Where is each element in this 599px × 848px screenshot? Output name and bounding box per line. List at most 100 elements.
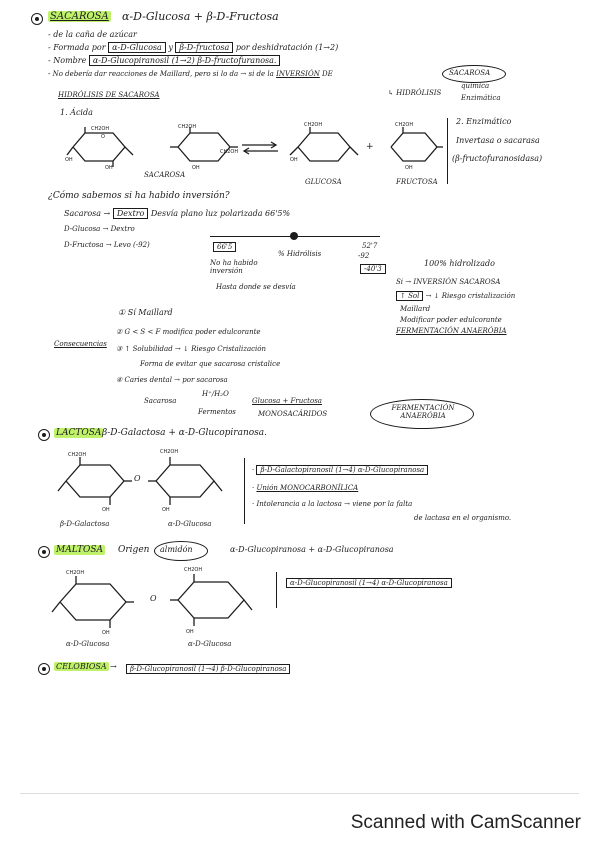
cons-3a: ③ ↑ Solubilidad → ↓ Riesgo Cristalizació… — [116, 345, 267, 353]
footer-divider — [20, 793, 579, 794]
svg-text:CH2OH: CH2OH — [66, 570, 84, 576]
section-bullet-icon — [31, 13, 43, 25]
maltosa-origen: Origen — [118, 545, 150, 555]
svg-text:OH: OH — [162, 507, 170, 513]
celobiosa-box: β-D-Glucopiranosil (1→4) β-D-Glucopirano… — [126, 664, 291, 674]
hidr-fructofuranosidasa: (β-fructofuranosidasa) — [452, 154, 543, 163]
label-alpha-glucosa-lac: α-D-Glucosa — [168, 520, 212, 528]
label-sacarosa-mol: SACAROSA — [144, 171, 186, 179]
label-alpha-glucosa-1: α-D-Glucosa — [66, 640, 110, 648]
scale-midpoint-icon — [290, 232, 298, 240]
svg-text:CH2OH: CH2OH — [184, 567, 202, 573]
val-52: 52'7 — [362, 242, 378, 250]
consecuencias-label: Consecuencias — [54, 340, 107, 348]
section-bullet-icon — [38, 546, 50, 558]
galactose-ring-icon: CH2OH OH — [57, 452, 132, 513]
celobiosa-arrow: → — [110, 662, 117, 671]
hidr-invertasa: Invertasa o sacarasa — [456, 136, 540, 145]
svg-text:CH2OH: CH2OH — [91, 126, 109, 132]
svg-text:O: O — [101, 134, 105, 140]
o-link-maltosa: O — [150, 594, 157, 603]
maltosa-box: α-D-Glucopiranosil (1→4) α-D-Glucopirano… — [286, 578, 452, 588]
title-celobiosa: CELOBIOSA — [54, 662, 109, 671]
label-beta-galactosa: β-D-Galactosa — [60, 520, 110, 528]
title-lactosa: LACTOSA — [54, 428, 104, 438]
sac-box-nombre: α-D-Glucopiranosil (1→2) β-D-fructofuran… — [88, 55, 281, 66]
formula-sacarosa: α-D-Glucosa + β-D-Fructosa — [122, 10, 279, 23]
cons-sacarosa: Sacarosa — [144, 397, 177, 405]
sac-line-4: - No debería dar reacciones de Maillard,… — [48, 70, 333, 78]
sac-line-2: - Formada por α-D-Glucosa y β-D-fructosa… — [48, 42, 339, 53]
svg-text:CH2OH: CH2OH — [160, 449, 178, 455]
sac-hidrolisis-small: ↳ HIDRÓLISIS — [388, 89, 442, 97]
label-glucosa-mol: GLUCOSA — [305, 178, 342, 186]
sol-riesgo: ↑ Sol → ↓ Riesgo cristalización — [396, 291, 515, 301]
lac-item-1: · β-D-Galactopiranosil (1→4) α-D-Glucopi… — [252, 465, 429, 475]
si-inversion: Si → INVERSIÓN SACAROSA — [396, 278, 501, 286]
svg-text:OH: OH — [405, 165, 413, 171]
oval-sacarosa — [442, 65, 506, 83]
cons-2: ② G < S < F modifica poder edulcorante — [116, 328, 261, 336]
hasta-desvia: Hasta donde se desvía — [216, 283, 296, 291]
sac-box-glucosa: α-D-Glucosa — [108, 42, 166, 53]
val-40: -40'3 — [360, 264, 386, 274]
hidrolizado: 100% hidrolizado — [424, 259, 495, 268]
cons-4: ④ Caries dental → por sacarosa — [116, 376, 228, 384]
cons-mono: MONOSACÁRIDOS — [258, 410, 328, 418]
cons-glu-fru: Glucosa + Fructosa — [252, 397, 322, 405]
val-66: 66'5 — [213, 242, 237, 252]
svg-text:CH2OH: CH2OH — [68, 452, 86, 458]
glucose-ring-icon: CH2OH OH — [148, 449, 223, 513]
oval-fermentacion — [370, 399, 474, 429]
label-alpha-glucosa-2: α-D-Glucosa — [188, 640, 232, 648]
svg-text:CH2OH: CH2OH — [304, 122, 322, 128]
no-inversion: No ha habido inversión — [210, 259, 258, 275]
svg-text:OH: OH — [290, 157, 298, 163]
svg-text:OH: OH — [105, 165, 113, 171]
svg-text:CH2OH: CH2OH — [395, 122, 413, 128]
title-maltosa: MALTOSA — [54, 545, 106, 555]
title-sacarosa: SACAROSA — [48, 11, 111, 22]
maltosa-almidon: almidón — [160, 545, 193, 554]
section-bullet-icon — [38, 663, 50, 675]
divider-vertical-2 — [244, 458, 245, 524]
svg-text:OH: OH — [102, 507, 110, 513]
cons-3b: Forma de evitar que sacarosa cristalice — [140, 360, 281, 368]
glucose-ring-icon: CH2OH OH — [51, 570, 134, 636]
sac-box-fructosa: β-D-fructosa — [175, 42, 234, 53]
inv-glucosa-line: D-Glucosa → Dextro — [64, 225, 135, 233]
sac-line-1: - de la caña de azúcar — [48, 30, 137, 39]
o-link-lactosa: O — [134, 474, 141, 483]
divider-vertical-1 — [447, 118, 448, 184]
oval-almidon — [154, 541, 208, 561]
hidr-acida: 1. Ácida — [60, 108, 93, 117]
divider-vertical-3 — [276, 572, 277, 608]
glucose-product-icon: CH2OH OH — [289, 122, 359, 163]
label-fructosa-mol: FRUCTOSA — [396, 178, 438, 186]
lac-item-2: · Unión MONOCARBONÍLICA — [252, 484, 359, 492]
pct-hidrolisis: % Hidrólisis — [278, 250, 322, 258]
cons-hh: H⁺/H₂O — [202, 390, 229, 398]
formula-lactosa: β-D-Galactosa + α-D-Glucopiranosa. — [102, 428, 268, 438]
sac-quimica: química — [461, 82, 490, 90]
cons-fermentos: Fermentos — [198, 408, 236, 416]
svg-text:CH2OH: CH2OH — [178, 124, 196, 130]
equilibrium-arrow-icon — [242, 141, 278, 155]
maillard-small: Maillard — [400, 305, 431, 313]
sac-oval-text: SACAROSA — [449, 69, 491, 77]
svg-text:OH: OH — [102, 630, 110, 636]
cons-ferm-oval: FERMENTACIÓN ANAERÓBIA — [391, 404, 455, 420]
lac-item-3a: · Intolerancia a la lactosa → viene por … — [252, 500, 413, 508]
ferm-small: FERMENTACIÓN ANAERÓBIA — [396, 327, 507, 335]
sac-enzimatica: Enzimática — [461, 94, 501, 102]
plus-sign: + — [366, 142, 374, 152]
fructose-product-icon: CH2OH OH — [390, 122, 443, 171]
modif-small: Modificar poder edulcorante — [400, 316, 502, 324]
lac-item-3b: de lactasa en el organismo. — [414, 514, 512, 522]
inv-sacarosa-line: Sacarosa → Dextro Desvía plano luz polar… — [64, 208, 291, 219]
scanner-watermark: Scanned with CamScanner — [350, 812, 581, 833]
cons-1: ① Sí Maillard — [118, 308, 173, 317]
